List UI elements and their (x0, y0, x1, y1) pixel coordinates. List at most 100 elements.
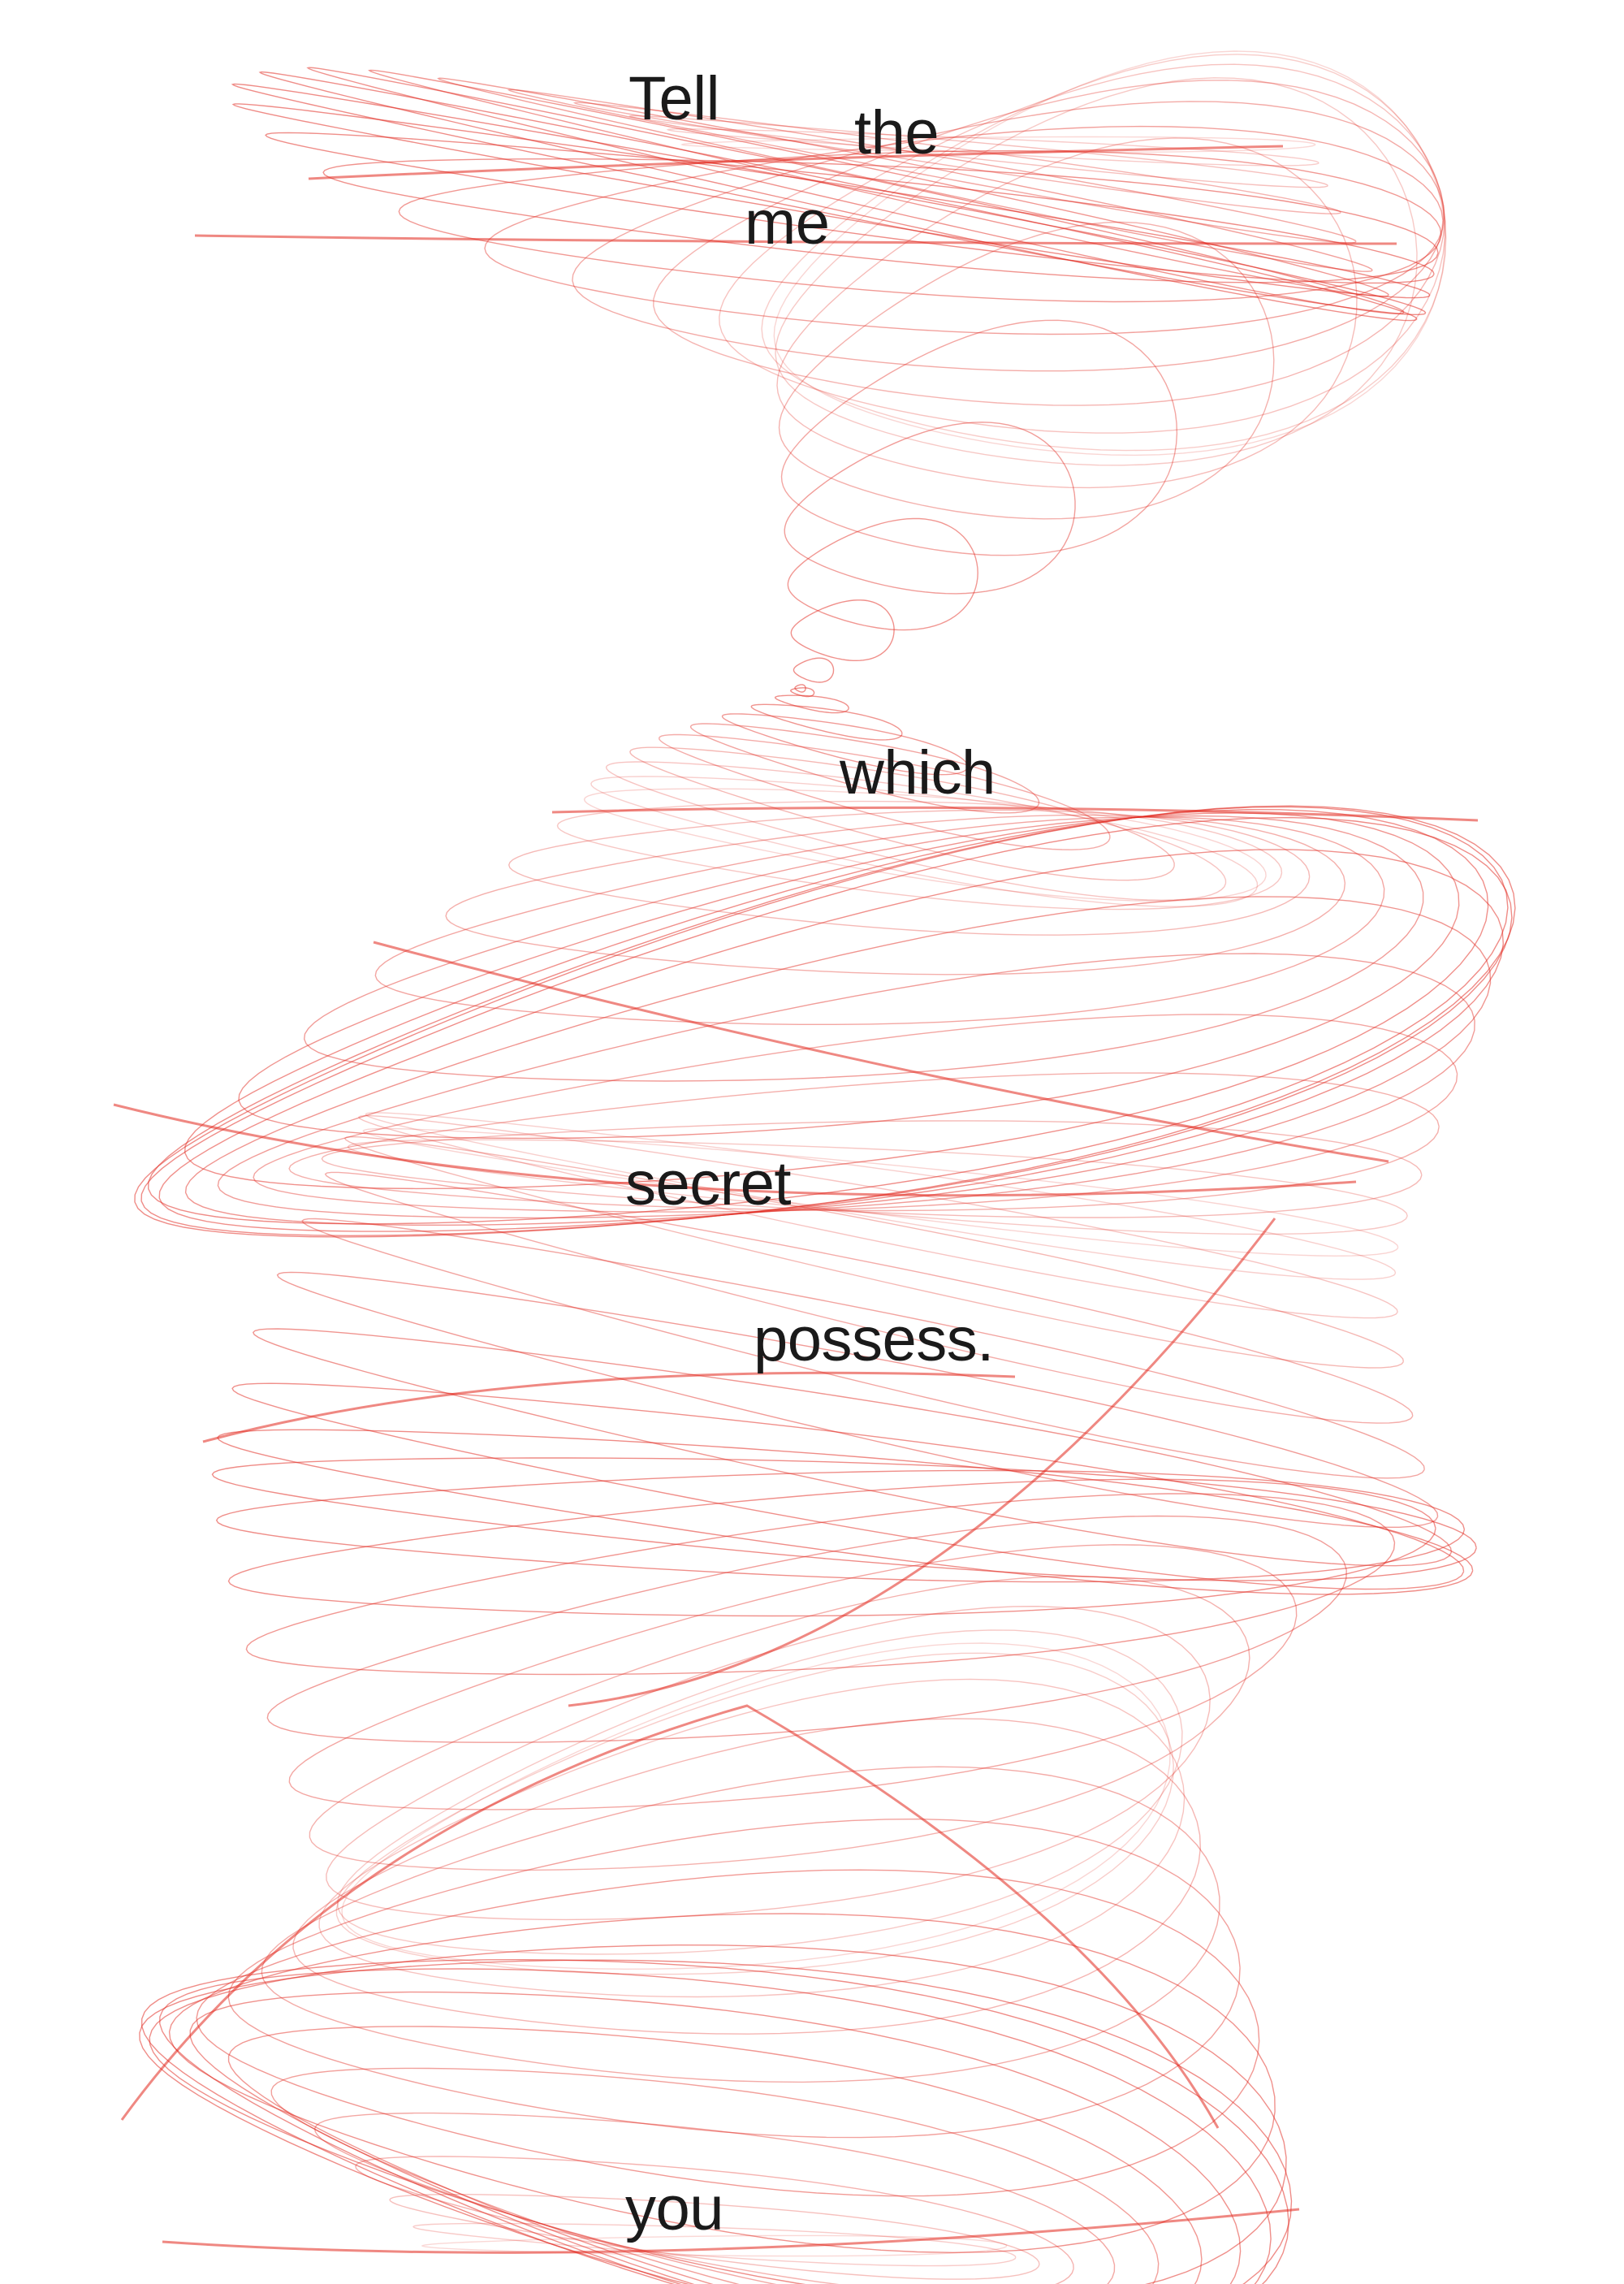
ribbon-strand (168, 1913, 1276, 2254)
ribbon-strand (159, 1968, 1272, 2284)
ribbon-strand (347, 1139, 1408, 1235)
ribbon-edge (194, 234, 1397, 245)
ribbon-strand (680, 136, 1316, 154)
ribbon-strand (189, 1991, 1242, 2284)
ribbon-edge (120, 1704, 1220, 2129)
ribbon-edge (568, 1218, 1276, 1707)
ribbon-strand (266, 1515, 1347, 1743)
ribbon-strand (666, 128, 1320, 167)
word-tell: Tell (628, 64, 720, 133)
ribbon-strand (484, 125, 1444, 335)
ribbon-edge (162, 2208, 1300, 2254)
word-possess: possess. (754, 1305, 994, 1374)
ribbon-strand (556, 800, 1283, 911)
ribbon-strand (774, 694, 849, 714)
ribbon-strand (790, 687, 815, 698)
ribbon-strand (761, 54, 1447, 452)
ribbon-strand (292, 1718, 1202, 2035)
ribbon-strand (326, 1605, 1211, 1921)
ribbon-strand (158, 849, 1505, 1232)
ribbon-strand (629, 746, 1175, 881)
ribbon-strand (245, 1493, 1396, 1676)
word-secret: secret (625, 1149, 791, 1218)
ribbon-strand (590, 776, 1259, 907)
ribbon-strand (421, 2234, 1008, 2257)
ribbon-strand (211, 1457, 1477, 1581)
ribbon-strand (321, 1120, 1423, 1218)
ribbon-strand (215, 1469, 1466, 1583)
ribbon-strand (412, 2222, 1017, 2267)
ribbon-strand (605, 761, 1227, 902)
ribbon-strand (270, 2067, 1160, 2284)
ribbon-strand (398, 149, 1442, 303)
ribbon-strand (276, 1271, 1439, 1528)
word-which: which (840, 738, 996, 807)
word-the: the (854, 98, 939, 167)
ribbon-strand (313, 2112, 1116, 2284)
ribbon-strands (134, 50, 1516, 2284)
ribbon-strand (335, 1652, 1174, 1975)
ribbon-strand (336, 1629, 1183, 1955)
word-me: me (745, 188, 830, 257)
ribbon-strand (318, 1678, 1186, 1998)
ribbon-strand (719, 63, 1446, 434)
ribbon-strand (355, 2156, 1074, 2284)
ribbon-edge (113, 1103, 1357, 1197)
ribbon-strand (572, 101, 1445, 372)
ribbon-strand (368, 69, 1389, 297)
ribbon-strand (227, 2026, 1203, 2284)
ribbon-strand (365, 1112, 1397, 1280)
ribbon-strand (778, 221, 1275, 520)
ribbon-strand (507, 89, 1357, 244)
ribbon-edge (373, 941, 1389, 1163)
ribbon-strand (793, 657, 835, 683)
ribbon-strand (134, 805, 1516, 1238)
ribbon-strand (653, 80, 1445, 406)
ribbon-strand (238, 812, 1460, 1140)
ribbon-strand (583, 788, 1267, 902)
ribbon-strand (721, 713, 969, 776)
ribbon-strand (628, 115, 1328, 188)
ribbon-strand (776, 137, 1358, 489)
word-you: you (625, 2174, 724, 2243)
ribbon-strand (572, 102, 1341, 214)
ribbon-strand (139, 1959, 1293, 2284)
ribbon-strand (780, 319, 1178, 556)
ribbon-strand (794, 684, 806, 693)
ribbon-strand (288, 1072, 1440, 1212)
ribbon-strand (773, 50, 1446, 456)
ribbon-strand (389, 2194, 1040, 2280)
ribbon-strand (790, 599, 895, 661)
ribbon-strand (141, 1958, 1289, 2284)
ribbon-strand (231, 83, 1427, 315)
ribbon-strand (357, 1115, 1398, 1319)
ribbon-strand (231, 103, 1431, 299)
ribbon-strand (252, 1328, 1453, 1567)
ribbon-strand (184, 896, 1492, 1226)
ribbon-strand (324, 1171, 1414, 1424)
ribbon-strand (288, 1544, 1298, 1810)
ribbon-strand (787, 517, 978, 631)
ribbon-strand (253, 1014, 1458, 1213)
ribbon-strand (261, 1766, 1220, 2083)
ribbon-strand (301, 1218, 1425, 1479)
ribbon-strand (508, 809, 1311, 936)
ribbon-strand (196, 1869, 1260, 2197)
ribbon-strand (341, 1642, 1171, 1970)
ribbon-strand (445, 814, 1346, 975)
ribbon-strand (258, 71, 1418, 322)
ribbon-strand (784, 422, 1076, 595)
ribbon-strand (750, 703, 903, 741)
ribbon-strand (227, 1478, 1436, 1617)
ribbon-strand (775, 77, 1418, 466)
ribbon-strand (309, 1575, 1250, 1871)
ribbon-edge (308, 145, 1284, 180)
ribbon-edge (551, 806, 1479, 822)
ribbon-strand (217, 953, 1475, 1219)
ribbon-edge (202, 1371, 1016, 1443)
ribbon-strand (322, 158, 1439, 283)
ribbon-strand (227, 1818, 1241, 2139)
ribbon-strand (343, 1136, 1405, 1369)
